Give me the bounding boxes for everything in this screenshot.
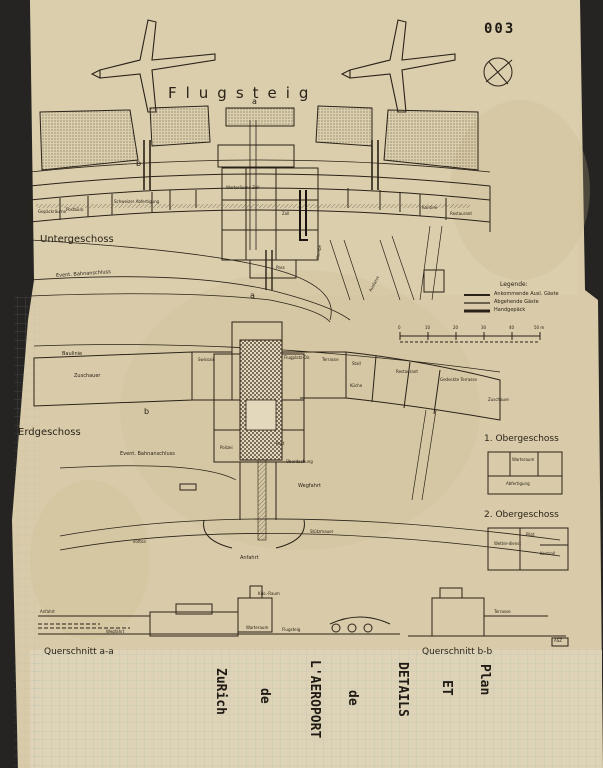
airplane-left-icon [90,19,216,113]
section-mark-b-ground: b [144,407,150,416]
ground-sidewalk-label: Trottoir [132,539,147,544]
section-bb-label: Querschnitt b-b [422,647,493,657]
ground-arrival-label: Anfahrt [240,555,259,561]
section-label: Flugsteig [282,627,301,632]
apron-label: Flugsteig [168,84,318,102]
handwritten-title: DETAILS [395,662,410,717]
stamp-label: ASZ [554,638,563,643]
room-label: Gepäckräume [38,209,67,214]
ground-rail-label: Event. Bahnanschluss [120,451,175,457]
room-label: Flugplatz-Dir. [284,355,311,360]
room-label: Küche [350,383,363,388]
section-aa [38,585,400,637]
room-label: Wetter-dienst [494,541,521,546]
legend-item: Handgepäck [494,307,526,313]
ground-wall-label: Stützmauer [310,529,334,534]
scale-tick: 50 m [534,325,545,330]
apron-stands [39,105,479,171]
room-label: Post [276,441,285,446]
room-label: Pass [276,265,285,270]
level-second-label: 2. Obergeschoss [484,510,559,520]
scale-tick: 40 [509,325,515,330]
section-bb [408,587,569,647]
room-label: Zuschauer [74,373,101,379]
room-label: Gedeckte Terrasse [440,377,477,382]
room-label: Zuschauer [488,397,510,402]
section-aa-label: Querschnitt a-a [44,647,114,657]
upper-floor-plans [487,451,569,571]
section-label: Anfahrt [40,609,55,614]
legend-title: Legende: [500,281,528,288]
section-mark-a-top: a [252,97,257,106]
room-label: Warteräume Zoll [226,185,260,190]
north-arrow-icon [483,57,513,87]
room-label: Kantine [422,205,438,210]
section-label: Terrasse [494,609,511,614]
legend-item: Abgehende Gäste [494,299,539,305]
room-label: Pilot [526,532,535,537]
room-label: Terrasse [322,357,339,362]
room-label: Restaurant [396,369,418,374]
handwritten-title: de [257,688,272,704]
scale-bar [399,332,541,343]
scale-tick: 0 [398,325,401,330]
room-label: Abfertigung [506,481,530,486]
section-label: Warteraum [246,625,269,630]
room-label: Schweizer Abfertigung [114,199,160,204]
room-label: Warteraum [512,457,535,462]
airplane-right-icon [340,19,456,113]
section-mark-b-left: b [136,159,142,168]
room-label: Swissair [198,357,215,362]
level-ground-label: Erdgeschoss [18,427,81,438]
room-label: Polizei [220,445,233,450]
level-first-label: 1. Obergeschoss [484,434,559,444]
section-label: Wegfahrt [106,629,125,634]
handwritten-title: de [345,690,360,706]
handwritten-title: Plan [477,664,492,696]
room-label: Überdachung [286,459,313,464]
grid-paper [30,650,602,768]
section-mark-a-mid: a [250,291,255,300]
room-label: Stall [352,361,361,366]
basement-plan [29,120,491,323]
room-label: Kontroll [540,551,556,556]
room-label: Zoll [282,211,290,216]
scale-tick: 10 [425,325,431,330]
legend-swatches [464,294,490,313]
handwritten-title: ET [439,680,454,696]
room-label: Restaurant [450,211,472,216]
section-label: Kdo.-Raum [258,591,280,596]
room-label: Baulinie [62,351,83,357]
scale-tick: 20 [453,325,459,330]
level-basement-label: Untergeschoss [40,234,114,245]
ground-exit-label: Wegfahrt [298,483,321,489]
handwritten-title: L'AEROPORT [307,660,322,739]
scale-tick: 30 [481,325,487,330]
legend-item: Ankommende Ausl. Gäste [494,291,559,297]
sheet-number: 003 [484,21,516,37]
room-label: Postbüro [66,207,84,212]
handwritten-title: ZuRich [213,668,228,715]
